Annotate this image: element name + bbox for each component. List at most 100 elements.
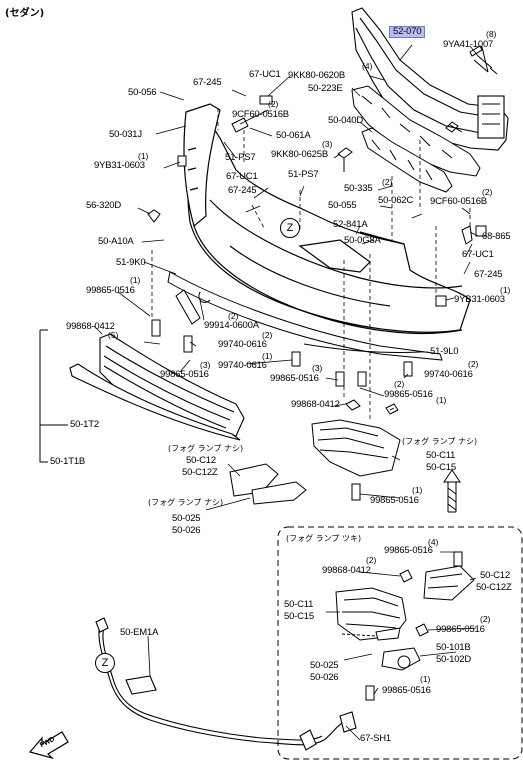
note-fog-nashi-1: (フォグ ランプ ナシ) <box>402 437 478 446</box>
qty-99865g: (2) <box>480 614 491 624</box>
part-50-a10a-label[interactable]: 50-A10A <box>98 236 134 247</box>
part-50-223e-label[interactable]: 50-223E <box>308 83 343 94</box>
part-68-865-label[interactable]: 68-865 <box>482 231 511 242</box>
part-50-335-label[interactable]: 50-335 <box>344 183 373 194</box>
part-9kk80-0625b-label[interactable]: 9KK80-0625B <box>271 149 328 160</box>
part-50-101b-label[interactable]: 50-101B <box>436 642 471 653</box>
part-50-0g8a-label[interactable]: 50-0G8A <box>344 235 381 246</box>
part-50-102d-label[interactable]: 50-102D <box>436 654 472 665</box>
part-50-061a-label[interactable]: 50-061A <box>276 130 311 141</box>
part-67-sh1-label[interactable]: 67-SH1 <box>360 733 392 744</box>
part-9yb31-0603-b-label[interactable]: 9YB31-0603 <box>454 294 505 305</box>
leader-lines <box>93 44 479 741</box>
cover-50-c12-no-fog <box>229 463 279 497</box>
part-56-320d-label[interactable]: 56-320D <box>86 200 122 211</box>
part-99868-0412-c-label[interactable]: 99868-0412 <box>322 565 371 576</box>
part-50-c11-b-label[interactable]: 50-C11 <box>284 599 314 610</box>
part-99914-0600a-label[interactable]: 99914-0600A <box>204 320 259 331</box>
part-50-040d-label[interactable]: 50-040D <box>328 115 364 126</box>
bolt-9ya41 <box>469 45 498 75</box>
fog-lamp-kit-box <box>277 526 523 760</box>
cover-50-025-no-fog <box>251 481 307 505</box>
qty-9yb31a: (1) <box>138 151 149 161</box>
part-9cf60-0516b-b-label[interactable]: 9CF60-0516B <box>430 196 487 207</box>
qty-9kk80b: (3) <box>322 139 333 149</box>
part-50-c15-a-label[interactable]: 50-C15 <box>426 462 456 473</box>
note-fog-nashi-3: (フォグ ランプ ナシ) <box>148 498 224 507</box>
part-99865-0516-c-label[interactable]: 99865-0516 <box>270 373 319 384</box>
qty-9cf60b: (2) <box>482 187 493 197</box>
qty-99865f: (4) <box>428 537 439 547</box>
qty-99740c: (2) <box>468 359 479 369</box>
qty-99865e: (1) <box>412 485 423 495</box>
part-50-025-a-label[interactable]: 50-025 <box>172 513 201 524</box>
part-99865-0516-b-label[interactable]: 99865-0516 <box>160 369 209 380</box>
part-67-245-b-label[interactable]: 67-245 <box>228 185 257 196</box>
qty-9kk80a: (4) <box>362 61 373 71</box>
part-50-055-label[interactable]: 50-055 <box>328 200 357 211</box>
note-fog-tsuki: (フォグ ランプ ツキ) <box>286 534 362 543</box>
part-51-ps7-b-label[interactable]: 51-PS7 <box>288 169 319 180</box>
bolt-9kk80-a <box>445 121 463 133</box>
part-50-062c-label[interactable]: 50-062C <box>378 195 414 206</box>
note-fog-nashi-2: (フォグ ランプ ナシ) <box>168 444 244 453</box>
part-50-c12z-b-label[interactable]: 50-C12Z <box>476 582 512 593</box>
part-99865-0516-h-label[interactable]: 99865-0516 <box>382 685 431 696</box>
part-52-841a-label[interactable]: 52-841A <box>333 219 368 230</box>
part-99865-0516-a-label[interactable]: 99865-0516 <box>86 285 135 296</box>
part-50-c12-a-label[interactable]: 50-C12 <box>186 455 216 466</box>
qty-99865d: (1) <box>436 395 447 405</box>
part-50-c11-a-label[interactable]: 50-C11 <box>426 450 456 461</box>
fwd-arrow-icon <box>28 731 69 760</box>
part-50-025-b-label[interactable]: 50-025 <box>310 660 339 671</box>
part-50-026-b-label[interactable]: 50-026 <box>310 672 339 683</box>
part-9kk80-0620b-label[interactable]: 9KK80-0620B <box>288 70 345 81</box>
fastener-glyphs <box>147 95 487 501</box>
part-67-uc1-c-label[interactable]: 67-UC1 <box>462 249 494 260</box>
part-9yb31-0603-a-label[interactable]: 9YB31-0603 <box>94 160 145 171</box>
part-99740-0616-c-label[interactable]: 99740-0616 <box>424 369 473 380</box>
part-50-026-a-label[interactable]: 50-026 <box>172 525 201 536</box>
part-67-245-a-label[interactable]: 67-245 <box>193 77 222 88</box>
part-50-c15-b-label[interactable]: 50-C15 <box>284 611 314 622</box>
part-50-1t1b-label[interactable]: 50-1T1B <box>50 456 86 467</box>
grille-50-1t2 <box>69 333 245 441</box>
part-99865-0516-g-label[interactable]: 99865-0516 <box>436 624 485 635</box>
part-67-245-c-label[interactable]: 67-245 <box>474 269 503 280</box>
wiring-harness <box>95 617 357 751</box>
diagram-title: (セダン) <box>5 8 45 19</box>
part-67-uc1-b-label[interactable]: 67-UC1 <box>226 171 258 182</box>
part-99868-0412-b-label[interactable]: 99868-0412 <box>291 399 340 410</box>
z-reference-marker-top: Z <box>280 218 300 238</box>
part-52-070-label[interactable]: 52-070 <box>389 26 426 38</box>
part-99868-0412-a-label[interactable]: 99868-0412 <box>66 321 115 332</box>
part-99865-0516-f-label[interactable]: 99865-0516 <box>384 545 433 556</box>
part-50-056-label[interactable]: 50-056 <box>128 87 157 98</box>
part-51-ps7-a-label[interactable]: 51-PS7 <box>225 152 256 163</box>
qty-99868b: (2) <box>394 379 405 389</box>
absorber-50-223e <box>351 85 481 177</box>
fog-bezel-50-c11-no-fog <box>311 419 401 477</box>
part-50-c12z-a-label[interactable]: 50-C12Z <box>182 467 218 478</box>
bolt-9kk80-b <box>337 147 353 172</box>
part-51-9l0-label[interactable]: 51-9L0 <box>430 346 459 357</box>
part-51-9k0-label[interactable]: 51-9K0 <box>116 257 146 268</box>
qty-99865h: (1) <box>420 674 431 684</box>
part-50-031j-label[interactable]: 50-031J <box>109 129 142 140</box>
front-bumper-fascia <box>183 103 471 335</box>
part-99740-0616-b-label[interactable]: 99740-0616 <box>218 360 267 371</box>
part-9ya41-label[interactable]: 9YA41-1007 <box>443 39 494 50</box>
part-99740-0616-a-label[interactable]: 99740-0616 <box>218 339 267 350</box>
part-9cf60-0516b-a-label[interactable]: 9CF60-0516B <box>232 109 289 120</box>
lower-valance <box>167 271 443 361</box>
fog-kit-parts <box>335 551 475 701</box>
part-99865-0516-e-label[interactable]: 99865-0516 <box>370 495 419 506</box>
strip-51-9l0 <box>303 343 421 354</box>
part-50-c12-b-label[interactable]: 50-C12 <box>480 570 510 581</box>
part-67-uc1-a-label[interactable]: 67-UC1 <box>249 69 281 80</box>
part-99865-0516-d-label[interactable]: 99865-0516 <box>384 389 433 400</box>
qty-99865a: (1) <box>130 275 141 285</box>
part-50-em1a-label[interactable]: 50-EM1A <box>120 627 159 638</box>
part-50-1t2-label[interactable]: 50-1T2 <box>70 419 99 430</box>
